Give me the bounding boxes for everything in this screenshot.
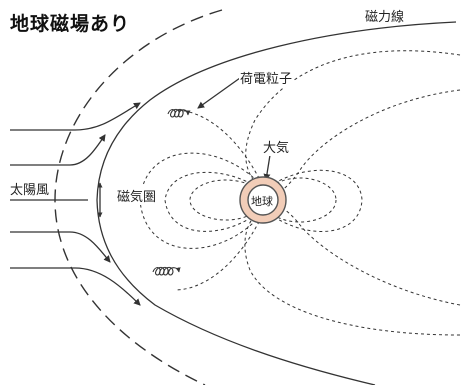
atmosphere-pointer-arrow bbox=[263, 154, 271, 181]
field-line-outer-lower bbox=[244, 209, 461, 336]
field-loop-day-cusp-lower bbox=[174, 215, 263, 291]
label-atmosphere: 大気 bbox=[262, 137, 291, 156]
diagram-title: 地球磁場あり bbox=[10, 13, 131, 35]
magnetopause-lower bbox=[96, 199, 376, 385]
label-field-lines: 磁力線 bbox=[365, 10, 405, 25]
solar-wind-line-4 bbox=[10, 231, 111, 263]
magnetopause-upper bbox=[96, 21, 457, 201]
field-line-tail-lower bbox=[274, 202, 461, 306]
solar-wind-line-5 bbox=[10, 267, 141, 306]
solar-wind-line-2 bbox=[10, 134, 106, 166]
solar-wind-line-1 bbox=[10, 102, 141, 131]
label-solar-wind: 太陽風 bbox=[10, 183, 50, 198]
particle-spiral-upper bbox=[167, 108, 191, 118]
label-charged-particles: 荷電粒子 bbox=[239, 68, 294, 87]
field-loop-night-mid bbox=[263, 169, 363, 232]
particle-spiral-lower bbox=[152, 266, 181, 276]
earth-circle bbox=[247, 184, 279, 216]
label-magnetosphere: 磁気圏 bbox=[116, 186, 158, 205]
field-line-tail-upper bbox=[274, 89, 461, 198]
field-loop-day-cusp bbox=[174, 109, 263, 185]
particle-pointer-arrow bbox=[197, 77, 241, 109]
label-earth: 地球 bbox=[251, 195, 273, 208]
